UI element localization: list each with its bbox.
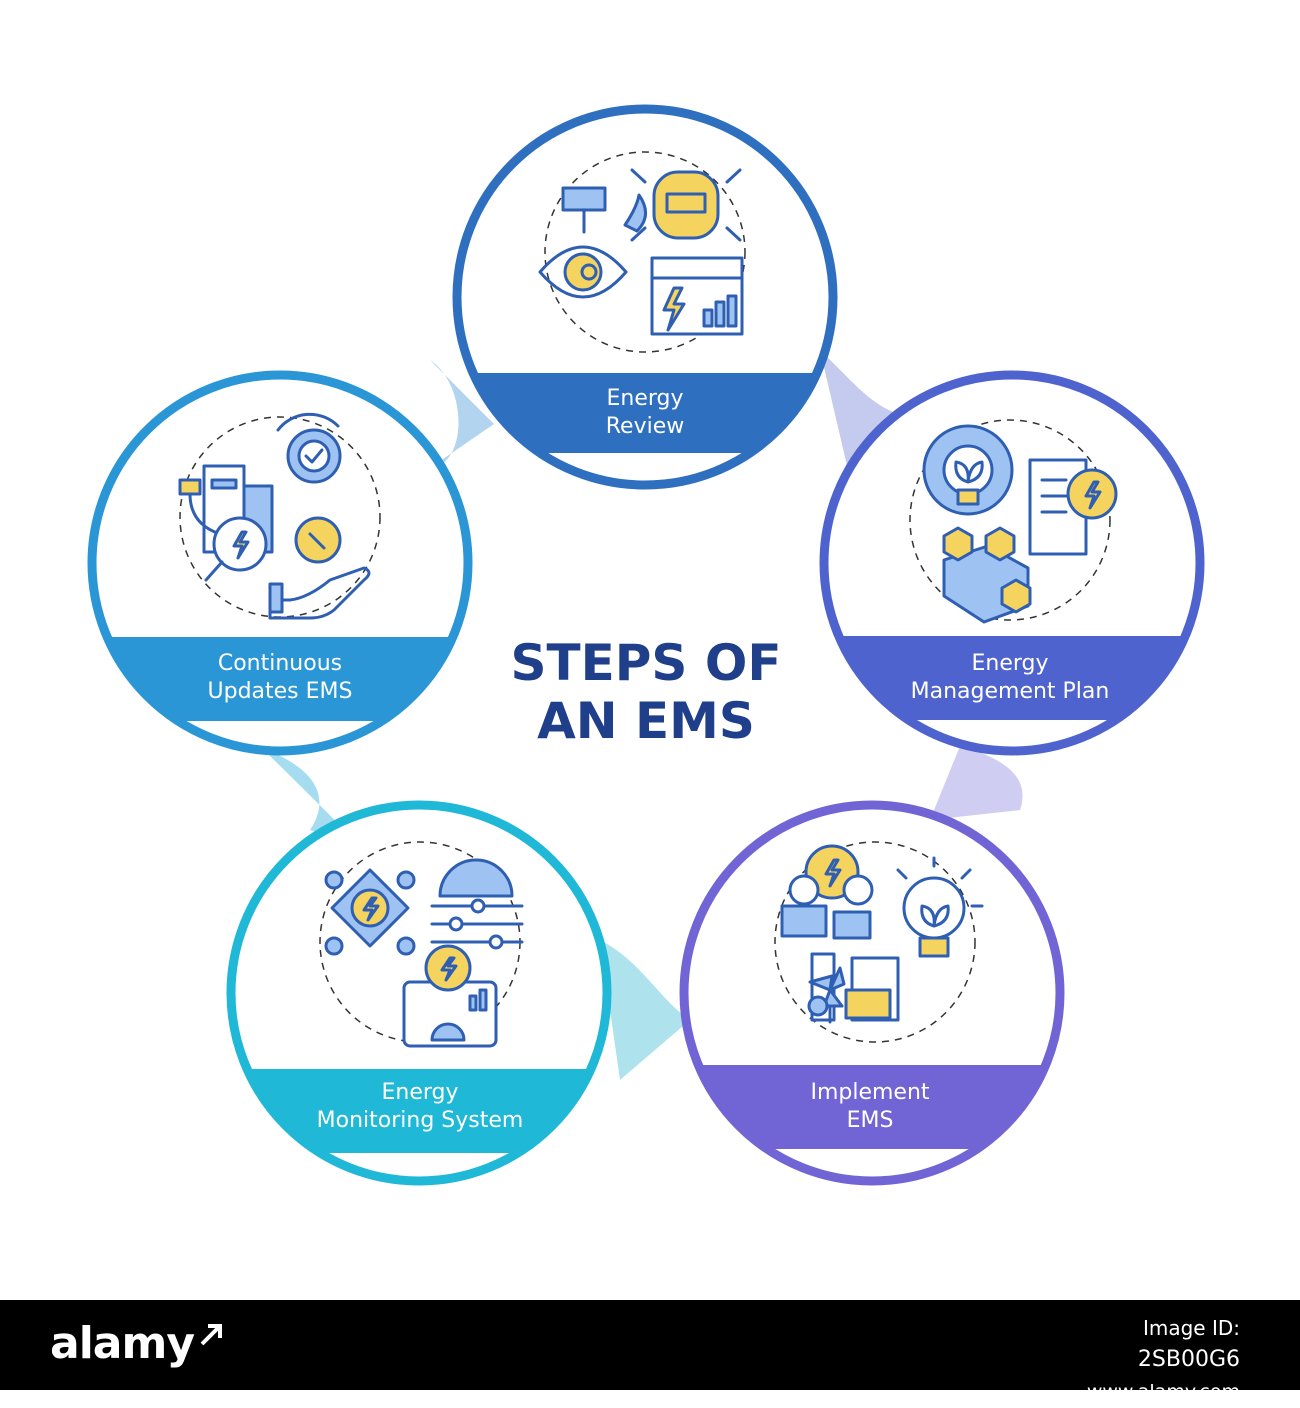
step-label-line1: Energy <box>606 386 683 411</box>
step-label-line1: Energy <box>971 651 1048 676</box>
step-label-line2: Monitoring System <box>317 1108 524 1133</box>
step-label-line1: Implement <box>810 1080 929 1105</box>
step-continuous-updates-ems: Continuous Updates EMS <box>87 370 473 756</box>
connector-2 <box>820 350 930 470</box>
label-band <box>684 1065 1060 1149</box>
step-label-line1: Continuous <box>218 651 342 676</box>
step-label-line2: Updates EMS <box>208 679 353 704</box>
image-id-label: Image ID: <box>1142 1316 1240 1340</box>
connector-4 <box>600 940 690 1080</box>
brand-name: alamy <box>50 1318 195 1369</box>
step-label-line2: EMS <box>847 1108 894 1133</box>
steps-diagram: Energy Review Energy Management Plan <box>87 104 1205 1186</box>
step-label-line2: Review <box>606 414 685 439</box>
implement-icon <box>780 844 984 1024</box>
icon-dashed-ring <box>909 419 1111 621</box>
icon-dashed-ring <box>774 841 976 1043</box>
connector-1 <box>430 360 494 468</box>
brand-mark-icon <box>200 1324 222 1346</box>
energy-plan-icon <box>922 424 1118 624</box>
label-band <box>824 636 1200 720</box>
monitoring-icon <box>324 858 524 1048</box>
diagram-title-line2: AN EMS <box>537 692 755 750</box>
label-band <box>457 373 833 453</box>
step-label-line2: Management Plan <box>911 679 1110 704</box>
step-energy-monitoring-system: Energy Monitoring System <box>226 800 612 1186</box>
diagram-title-line1: STEPS OF <box>511 634 782 692</box>
step-energy-review: Energy Review <box>452 104 838 490</box>
step-implement-ems: Implement EMS <box>679 800 1065 1186</box>
image-id: 2SB00G6 <box>1137 1347 1240 1372</box>
icon-dashed-ring <box>544 151 746 353</box>
step-energy-management-plan: Energy Management Plan <box>819 370 1205 756</box>
updates-icon <box>178 412 371 620</box>
image-reference: Image ID: 2SB00G6 www.alamy.com <box>1087 1312 1240 1408</box>
connector-3 <box>930 746 1023 820</box>
brand-logo: alamy <box>50 1318 222 1369</box>
image-url[interactable]: www.alamy.com <box>1086 1381 1240 1403</box>
connectors <box>262 350 1023 1080</box>
energy-review-icon <box>538 168 744 336</box>
step-label-line1: Energy <box>381 1080 458 1105</box>
watermark-footer: alamy Image ID: 2SB00G6 www.alamy.com <box>0 1300 1300 1403</box>
